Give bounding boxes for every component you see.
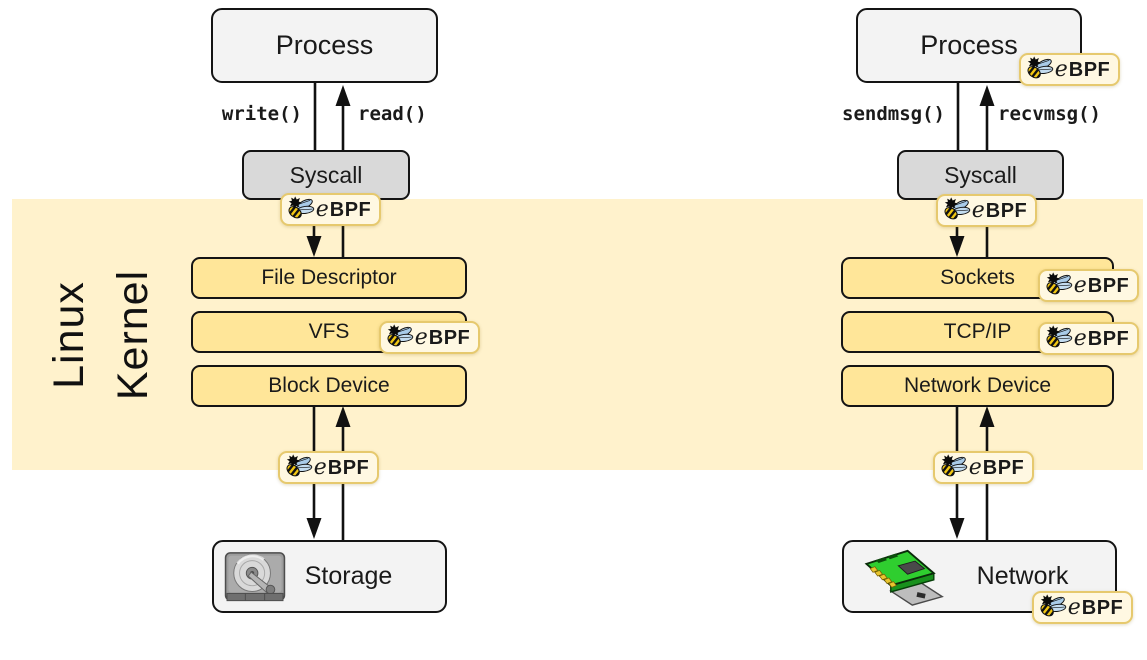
layer-label-tcpip: TCP/IP bbox=[943, 320, 1012, 343]
bee-icon bbox=[1027, 55, 1054, 80]
ebpf-label-bpf: BPF bbox=[982, 456, 1025, 479]
network-label: Network bbox=[976, 562, 1069, 590]
network-card-icon bbox=[858, 548, 946, 606]
process-label-right: Process bbox=[920, 30, 1018, 60]
process-box-left: Process bbox=[211, 8, 438, 83]
kernel-label-line1: Linux bbox=[44, 280, 93, 389]
bee-icon bbox=[387, 323, 414, 348]
layer-network-device: Network Device bbox=[841, 365, 1114, 407]
bee-icon bbox=[288, 195, 315, 220]
sendmsg-call-label: sendmsg() bbox=[842, 103, 945, 125]
syscall-label-left: Syscall bbox=[289, 161, 363, 188]
layer-label-block-device: Block Device bbox=[268, 374, 390, 397]
ebpf-badge-vfs: e BPF bbox=[379, 321, 480, 354]
ebpf-badge-sockets: e BPF bbox=[1038, 269, 1139, 302]
read-call-label: read() bbox=[358, 103, 427, 125]
ebpf-label-bpf: BPF bbox=[1087, 274, 1130, 297]
ebpf-badge-tcpip: e BPF bbox=[1038, 322, 1139, 355]
ebpf-label-bpf: BPF bbox=[1068, 58, 1111, 81]
ebpf-label-e: e bbox=[1054, 56, 1068, 82]
ebpf-label-e: e bbox=[1073, 272, 1087, 298]
ebpf-label-e: e bbox=[971, 197, 985, 223]
process-label-left: Process bbox=[275, 30, 374, 60]
bee-icon bbox=[1046, 271, 1073, 296]
bee-icon bbox=[1046, 324, 1073, 349]
layer-file-descriptor: File Descriptor bbox=[191, 257, 467, 299]
ebpf-label-e: e bbox=[414, 324, 428, 350]
layer-label-sockets: Sockets bbox=[940, 266, 1015, 289]
ebpf-badge-syscall-left: e BPF bbox=[280, 193, 381, 226]
ebpf-label-e: e bbox=[1073, 325, 1087, 351]
layer-block-device: Block Device bbox=[191, 365, 467, 407]
bee-icon bbox=[941, 453, 968, 478]
layer-label-vfs: VFS bbox=[308, 320, 350, 343]
storage-label: Storage bbox=[304, 562, 393, 590]
storage-box: Storage bbox=[212, 540, 447, 613]
write-call-label: write() bbox=[221, 103, 302, 125]
bee-icon bbox=[286, 453, 313, 478]
ebpf-badge-process-right: e BPF bbox=[1019, 53, 1120, 86]
bee-icon bbox=[1040, 593, 1067, 618]
ebpf-label-bpf: BPF bbox=[327, 456, 370, 479]
syscall-label-right: Syscall bbox=[944, 161, 1017, 188]
bee-icon bbox=[944, 196, 971, 221]
ebpf-badge-network-card: e BPF bbox=[1032, 591, 1133, 624]
layer-label-file-descriptor: File Descriptor bbox=[261, 266, 397, 289]
ebpf-label-e: e bbox=[1067, 594, 1081, 620]
syscall-box-left: Syscall bbox=[242, 150, 410, 200]
kernel-label-line2: Kernel bbox=[108, 269, 157, 400]
ebpf-label-bpf: BPF bbox=[1087, 327, 1130, 350]
layer-label-network-device: Network Device bbox=[903, 374, 1052, 397]
ebpf-label-bpf: BPF bbox=[1081, 596, 1124, 619]
ebpf-label-bpf: BPF bbox=[329, 198, 372, 221]
ebpf-label-bpf: BPF bbox=[985, 199, 1028, 222]
recvmsg-call-label: recvmsg() bbox=[998, 103, 1101, 125]
ebpf-label-e: e bbox=[968, 454, 982, 480]
syscall-box-right: Syscall bbox=[897, 150, 1064, 200]
ebpf-badge-netdev-network: e BPF bbox=[933, 451, 1034, 484]
ebpf-badge-syscall-right: e BPF bbox=[936, 194, 1037, 227]
linux-kernel-label: Linux Kernel bbox=[6, 199, 196, 470]
ebpf-label-e: e bbox=[313, 454, 327, 480]
ebpf-label-e: e bbox=[315, 196, 329, 222]
hard-disk-icon bbox=[224, 549, 286, 605]
ebpf-label-bpf: BPF bbox=[428, 326, 471, 349]
ebpf-badge-block-storage: e BPF bbox=[278, 451, 379, 484]
